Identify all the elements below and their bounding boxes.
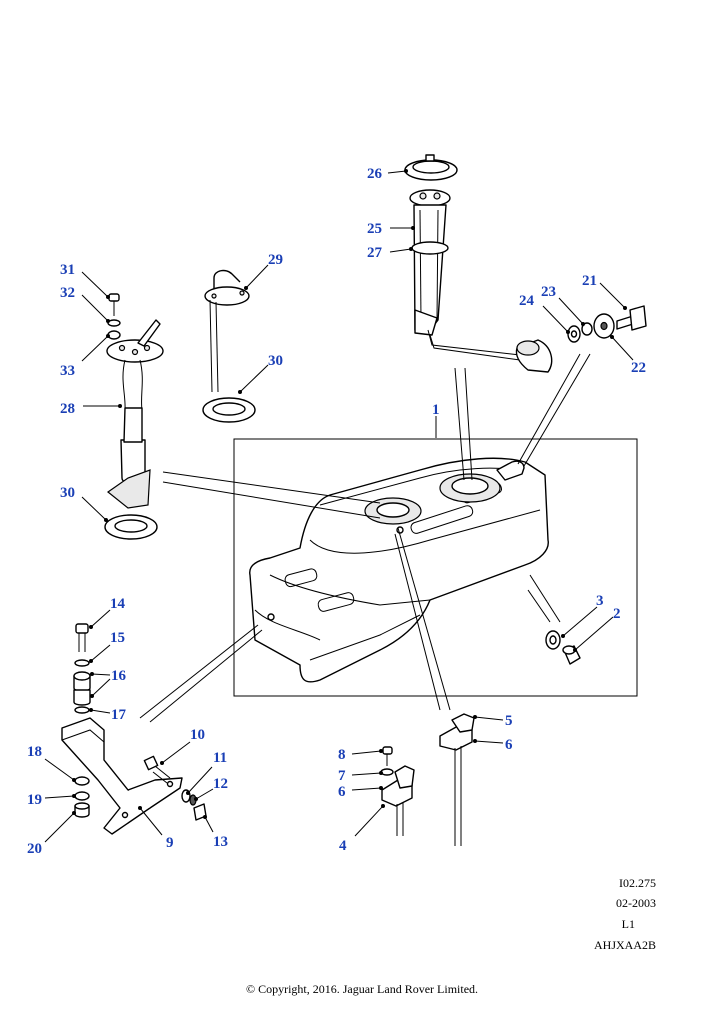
- left-pump-fasteners[interactable]: [107, 293, 121, 340]
- drawing-reference: I02.275: [619, 876, 656, 890]
- callout-32: 32: [60, 285, 75, 301]
- tank-frame: [233, 438, 638, 697]
- copyright-notice: © Copyright, 2016. Jaguar Land Rover Lim…: [245, 982, 479, 996]
- bracket-washers[interactable]: [181, 789, 207, 821]
- callout-14: 14: [110, 596, 126, 612]
- callout-18: 18: [27, 744, 42, 760]
- callout-labels: 1 2 3 4 5 6 6 7 8 9 10 11 12 13 14 15 16…: [27, 166, 646, 857]
- callout-12: 12: [213, 776, 228, 792]
- mounting-bolt-stack[interactable]: [73, 623, 91, 714]
- callout-23: 23: [541, 284, 556, 300]
- callout-8: 8: [338, 747, 346, 763]
- callout-13: 13: [213, 834, 228, 850]
- callout-27: 27: [367, 245, 383, 261]
- callout-24: 24: [519, 293, 535, 309]
- callout-22: 22: [631, 360, 646, 376]
- drawing-date: 02-2003: [616, 896, 656, 910]
- callout-31: 31: [60, 262, 75, 278]
- callout-1: 1: [432, 402, 440, 418]
- callout-20: 20: [27, 841, 42, 857]
- leader-lines: [44, 169, 634, 843]
- callout-30b: 30: [60, 485, 75, 501]
- filler-hardware[interactable]: [567, 305, 647, 343]
- callout-6a: 6: [505, 737, 513, 753]
- callout-2: 2: [613, 606, 621, 622]
- tank-bracket[interactable]: [61, 717, 183, 835]
- callout-17: 17: [111, 707, 127, 723]
- callout-16: 16: [111, 668, 127, 684]
- locking-ring[interactable]: [404, 154, 458, 181]
- callout-26: 26: [367, 166, 383, 182]
- seal-left[interactable]: [104, 514, 158, 540]
- fuel-pump-left[interactable]: [106, 319, 164, 509]
- callout-3: 3: [596, 593, 604, 609]
- callout-29: 29: [268, 252, 283, 268]
- fuel-tank[interactable]: [249, 457, 549, 683]
- seal-middle[interactable]: [202, 397, 256, 423]
- callout-19: 19: [27, 792, 42, 808]
- strap-assembly-upper[interactable]: [439, 713, 475, 846]
- bracket-bolt[interactable]: [143, 755, 171, 784]
- pump-cover-middle[interactable]: [204, 269, 250, 393]
- strap-assembly-lower[interactable]: [380, 746, 415, 836]
- callout-5: 5: [505, 713, 513, 729]
- callout-6b: 6: [338, 784, 346, 800]
- callout-11: 11: [213, 750, 227, 766]
- callout-7: 7: [338, 768, 346, 784]
- drawing-code: AHJXAA2B: [593, 938, 656, 952]
- callout-10: 10: [190, 727, 205, 743]
- callout-9: 9: [166, 835, 174, 851]
- callout-4: 4: [339, 838, 347, 854]
- callout-28: 28: [60, 401, 75, 417]
- drawing-level: L1: [621, 917, 635, 931]
- left-nut-stack[interactable]: [74, 776, 90, 818]
- callout-15: 15: [110, 630, 125, 646]
- callout-33: 33: [60, 363, 75, 379]
- callout-25: 25: [367, 221, 382, 237]
- callout-21: 21: [582, 273, 597, 289]
- fuel-pump-right[interactable]: [409, 189, 553, 373]
- callout-30a: 30: [268, 353, 283, 369]
